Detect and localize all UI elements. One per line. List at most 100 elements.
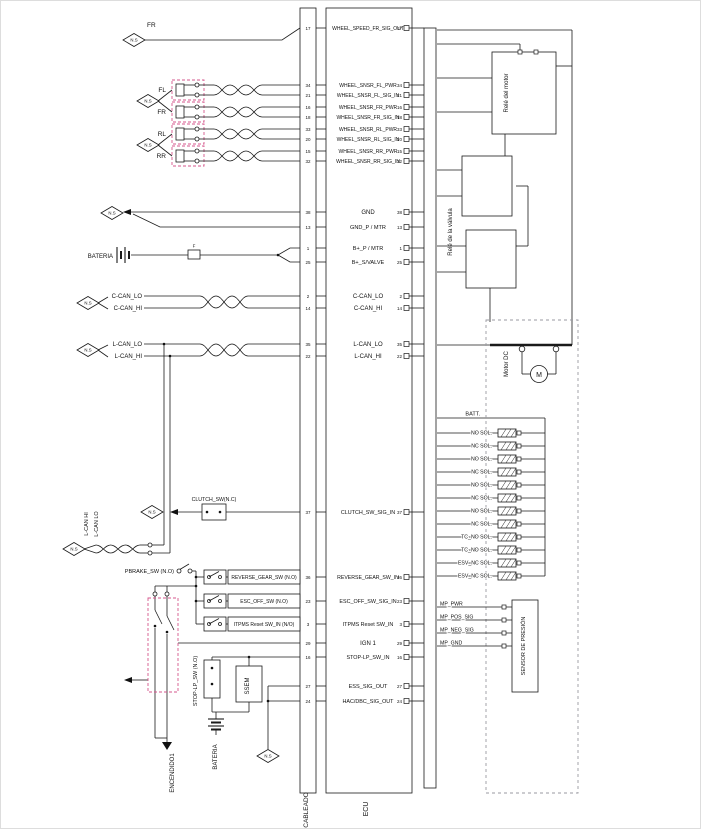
arrowhead-icon <box>170 509 178 515</box>
ecu-pin-pad <box>403 25 410 31</box>
wire <box>208 595 220 602</box>
c-can-lo-label: C-CAN_LO <box>112 294 143 300</box>
wire <box>505 571 512 581</box>
ecu-pin-pad <box>403 136 410 142</box>
ecu-pin-pad <box>403 209 410 215</box>
switch-row: ESC_OFF_SW (N.O) <box>196 593 301 609</box>
sensor-body <box>175 149 185 163</box>
wire <box>510 571 517 581</box>
twisted-pair <box>213 106 263 118</box>
connector-pin <box>194 148 200 154</box>
ecu-signal-label: HAC/DBC_SIG_OUT <box>343 699 395 705</box>
wire <box>500 480 507 490</box>
wire <box>505 441 512 451</box>
contact-node <box>152 591 158 597</box>
relay-pin-pad <box>533 49 539 55</box>
pressure-sensor-label: SENSOR DE PRESIÓN <box>520 617 527 676</box>
cableado-pin-number: 3 <box>307 622 310 627</box>
diamond-shape <box>100 206 124 220</box>
ecu-signal-label: WHEEL_SNSR_FR_PWR <box>339 105 398 111</box>
wire <box>500 454 507 464</box>
switch-label: ITPMS Reset SW_IN (N/O) <box>234 622 295 628</box>
solenoid-label: TC_NO SOL. <box>461 548 492 554</box>
ecu-signal-label: WHEEL_SNSR_RR_PWR <box>339 149 398 155</box>
connector-diamond: N.S <box>136 138 160 152</box>
twisted-pair <box>199 343 249 357</box>
arrowhead-icon <box>123 209 131 215</box>
ecu-pin-pad <box>403 126 410 132</box>
ecu-signal-label: ESC_OFF_SW_SIG_IN <box>339 599 396 605</box>
switch-contact <box>218 575 222 579</box>
solenoid-label: NC SOL. <box>471 470 492 476</box>
twisted-pair <box>95 544 141 554</box>
solenoid-coil <box>497 532 517 542</box>
wire <box>510 454 517 464</box>
wire <box>505 493 512 503</box>
switch-label-box <box>227 616 301 632</box>
ecu-signal-label: L-CAN_HI <box>354 354 382 360</box>
cableado-pin-number: 16 <box>305 105 311 110</box>
ecu-signal-label: GND <box>361 210 375 216</box>
connector-pin <box>194 82 200 88</box>
wire <box>277 247 300 256</box>
sensor-body <box>175 105 185 119</box>
wire <box>505 558 512 568</box>
wire <box>500 532 507 542</box>
ecu-signal-label: CLUTCH_SW_SIG_IN <box>341 510 395 516</box>
ecu-pin-number: 22 <box>397 354 403 359</box>
wire <box>500 428 507 438</box>
pressure-signal-label: MP_PWR <box>440 602 463 608</box>
ecu-pin-pad <box>403 82 410 88</box>
wire <box>83 544 97 550</box>
junction-dot <box>276 253 280 257</box>
ecu-pin-number: 38 <box>397 210 403 215</box>
wire <box>97 349 109 358</box>
wheel-label: FR <box>157 109 166 116</box>
c-can-hi-label: C-CAN_HI <box>114 306 143 312</box>
arrowhead-icon <box>124 677 132 683</box>
pressure-signal-label: MP_NEG_SIG <box>440 628 474 634</box>
solenoid-pin-pad <box>516 547 522 553</box>
junction-dot <box>266 699 270 703</box>
ecu-pin-number: 1 <box>399 246 402 251</box>
wheel-sensor-row: RR <box>157 145 300 167</box>
l-can-hi-branch-label: L-CAN HI <box>84 512 90 536</box>
solenoid-coil <box>497 493 517 503</box>
cableado-pin-number: 27 <box>305 684 311 689</box>
wire <box>510 467 517 477</box>
ecu-signal-label: STOP-LP_SW_IN <box>346 655 389 661</box>
solenoid-pin-pad <box>516 443 522 449</box>
wire <box>505 519 512 529</box>
wire <box>500 571 507 581</box>
solenoid-coil <box>497 571 517 581</box>
connector-diamond: N.S <box>76 296 100 310</box>
fuse-label: F <box>193 244 196 249</box>
connector-diamond: N.S <box>256 749 280 763</box>
ecu-pin-pad <box>403 621 410 627</box>
connector-diamonds: N.SN.SN.SN.SN.SN.SN.SN.SN.S <box>62 33 280 763</box>
solenoid-row: TC_NO SOL. <box>437 532 545 542</box>
ecu-pin-number: 17 <box>397 26 403 31</box>
wire <box>505 532 512 542</box>
clutch-switch-box <box>201 503 227 521</box>
solenoid-pin-pad <box>516 482 522 488</box>
switch-row: REVERSE_GEAR_SW (N.O) <box>196 569 301 585</box>
connector-code: N.S <box>144 99 151 104</box>
junction-dot <box>210 682 214 686</box>
wire <box>97 302 109 310</box>
ecu-pin-number: 23 <box>397 599 403 604</box>
ecu-signal-label: WHEEL_SNSR_FL_PWR <box>339 83 397 89</box>
ecu-pin-number: 32 <box>397 159 403 164</box>
valve-relay-label: Relé de la válvula <box>448 208 454 256</box>
solenoid-coil <box>497 519 517 529</box>
cableado-pin-number: 33 <box>305 127 311 132</box>
junction-dot <box>194 599 198 603</box>
wire <box>510 428 517 438</box>
junction-dot <box>165 630 169 634</box>
cableado-pin-number: 16 <box>305 655 311 660</box>
